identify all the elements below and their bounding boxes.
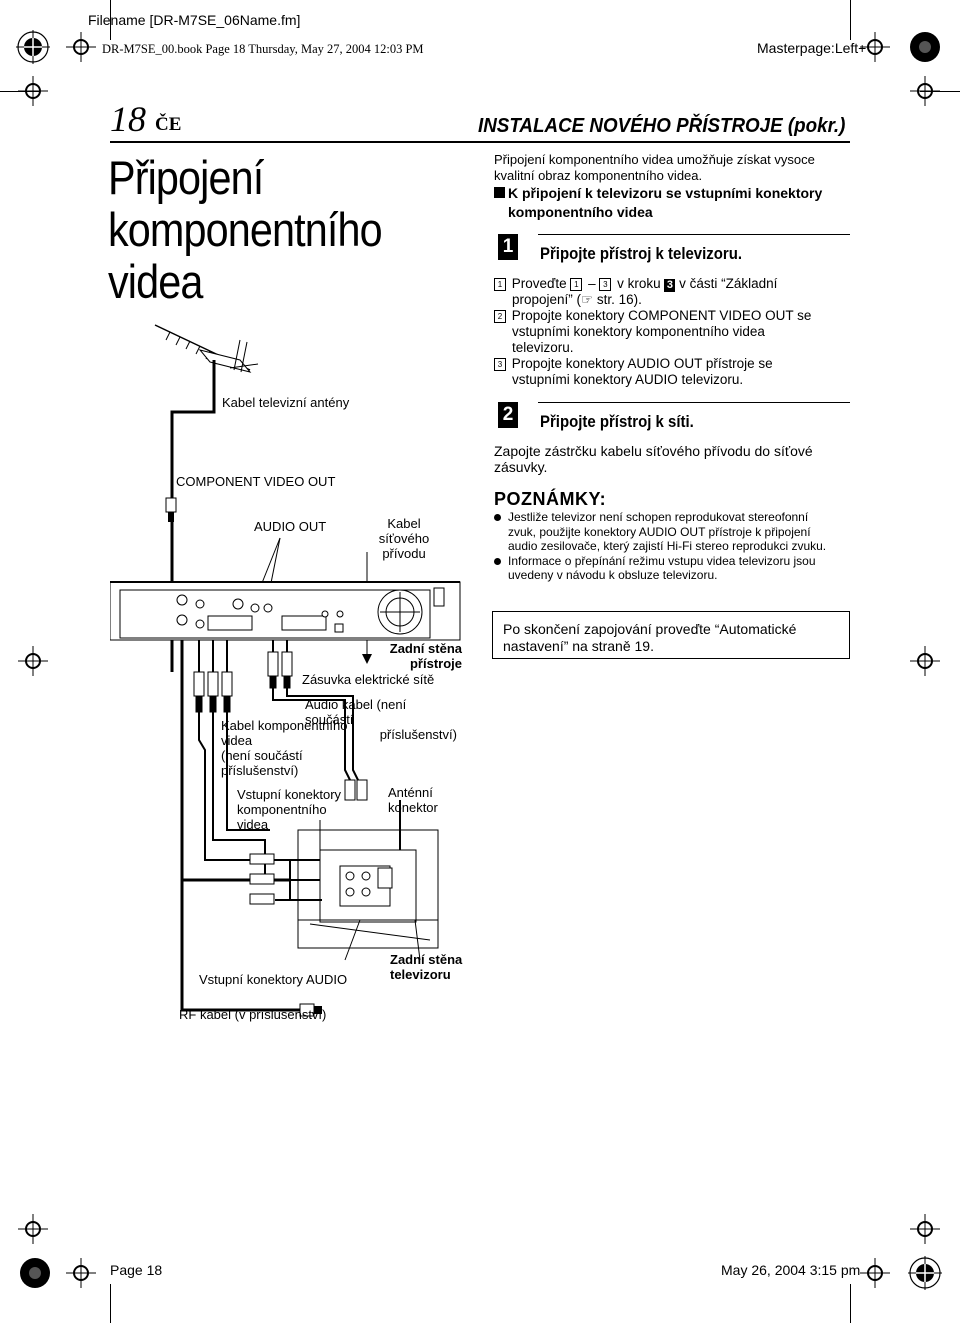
heading-rule bbox=[110, 141, 850, 143]
crosshair-mark-7 bbox=[18, 1214, 48, 1244]
label-audio-cable: Audio kabel (není součástí příslušenství… bbox=[305, 697, 457, 742]
antenna-icon bbox=[154, 324, 259, 402]
title-line-2: komponentního bbox=[108, 203, 383, 256]
trim-line bbox=[850, 0, 851, 40]
section-title: INSTALACE NOVÉHO PŘÍSTROJE (pokr.) bbox=[478, 115, 846, 137]
subheading-line-1: K připojení k televizoru se vstupními ko… bbox=[508, 185, 823, 201]
step1-rule bbox=[538, 234, 850, 235]
connection-diagram bbox=[110, 324, 461, 1017]
step1-item-3: 3 Propojte konektory AUDIO OUT přístroje… bbox=[494, 356, 844, 388]
language-code: ČE bbox=[155, 114, 182, 135]
registration-mark-top-right bbox=[908, 30, 942, 64]
step1-list: 1 Proveďte 1 – 3 v kroku 3 v části “Zákl… bbox=[494, 276, 844, 388]
title-line-3: videa bbox=[108, 255, 203, 308]
label-component-out: COMPONENT VIDEO OUT bbox=[176, 474, 336, 489]
trim-line bbox=[110, 0, 111, 40]
page-title: Připojení komponentního videa bbox=[108, 151, 383, 308]
subheading-line-2: komponentního videa bbox=[508, 204, 653, 220]
crosshair-mark-5 bbox=[18, 646, 48, 676]
bullet-icon bbox=[494, 514, 501, 521]
subheading: K připojení k televizoru se vstupními ko… bbox=[494, 184, 822, 222]
trim-line bbox=[0, 91, 40, 92]
square-bullet-icon bbox=[494, 187, 505, 198]
step1-title: Připojte přístroj k televizoru. bbox=[540, 244, 743, 263]
label-antenna-connector: Anténní konektor bbox=[388, 785, 438, 815]
device-rear-panel bbox=[110, 581, 461, 641]
notes-heading: POZNÁMKY: bbox=[494, 489, 607, 509]
note-item-1: Jestliže televizor není schopen reproduk… bbox=[494, 510, 854, 554]
substep-icon: 3 bbox=[599, 278, 612, 291]
label-audio-in: Vstupní konektory AUDIO bbox=[199, 972, 348, 987]
step1-item-2: 2 Propojte konektory COMPONENT VIDEO OUT… bbox=[494, 308, 844, 356]
label-rear-tv: Zadní stěna televizoru bbox=[390, 952, 463, 982]
intro-text: Připojení komponentního videa umožňuje z… bbox=[494, 152, 815, 183]
crosshair-mark-10 bbox=[860, 1258, 890, 1288]
trim-line bbox=[110, 1284, 111, 1323]
note-item-2: Informace o přepínání režimu vstupu vide… bbox=[494, 554, 854, 583]
step1-item-1: 1 Proveďte 1 – 3 v kroku 3 v části “Zákl… bbox=[494, 276, 844, 308]
title-line-1: Připojení bbox=[108, 151, 264, 204]
label-rear-unit: Zadní stěna přístroje bbox=[389, 641, 462, 671]
trim-line bbox=[920, 91, 960, 92]
crosshair-mark-2 bbox=[860, 32, 890, 62]
crosshair-mark-9 bbox=[66, 1258, 96, 1288]
step2-rule bbox=[538, 402, 850, 403]
registration-mark-bottom-left bbox=[18, 1256, 52, 1290]
notes-list: Jestliže televizor není schopen reproduk… bbox=[494, 510, 854, 583]
book-info-label: DR-M7SE_00.book Page 18 Thursday, May 27… bbox=[102, 42, 424, 56]
filename-label: Filename [DR-M7SE_06Name.fm] bbox=[88, 12, 301, 28]
substep-icon: 1 bbox=[570, 278, 583, 291]
crosshair-mark-8 bbox=[910, 1214, 940, 1244]
registration-mark-bottom-right bbox=[908, 1256, 942, 1290]
audio-plugs bbox=[267, 651, 293, 689]
step2-text: Zapojte zástrčku kabelu síťového přívodu… bbox=[494, 443, 813, 475]
substep-icon: 3 bbox=[494, 358, 506, 371]
label-audio-out: AUDIO OUT bbox=[254, 519, 327, 534]
label-power-cable: Kabel síťového přívodu bbox=[378, 516, 430, 561]
registration-mark-top-left bbox=[16, 30, 50, 64]
label-rf-cable: RF kabel (v příslušenství) bbox=[179, 1007, 327, 1022]
label-antenna-cable: Kabel televizní antény bbox=[222, 395, 350, 410]
bullet-icon bbox=[494, 557, 501, 565]
substep-icon: 1 bbox=[494, 278, 506, 291]
final-note-box: Po skončení zapojování proveďte “Automat… bbox=[492, 611, 850, 659]
step1-number: 1 bbox=[498, 234, 518, 260]
step2-number: 2 bbox=[498, 402, 518, 428]
label-wall-socket: Zásuvka elektrické sítě bbox=[302, 672, 435, 687]
step-ref-icon: 3 bbox=[664, 279, 676, 292]
trim-line bbox=[850, 1284, 851, 1323]
substep-icon: 2 bbox=[494, 310, 506, 323]
page-number: 18 bbox=[110, 99, 146, 139]
crosshair-mark-1 bbox=[66, 32, 96, 62]
footer-page: Page 18 bbox=[110, 1262, 163, 1278]
tv-rear-panel bbox=[297, 829, 439, 949]
footer-date: May 26, 2004 3:15 pm bbox=[721, 1262, 861, 1278]
step2-title: Připojte přístroj k síti. bbox=[540, 412, 694, 431]
component-video-plugs bbox=[193, 671, 233, 713]
label-component-in: Vstupní konektory komponentního videa bbox=[237, 787, 342, 832]
masterpage-label: Masterpage:Left+ bbox=[757, 40, 867, 56]
crosshair-mark-6 bbox=[910, 646, 940, 676]
label-video-cable: Kabel komponentního videa (není součástí… bbox=[221, 718, 348, 778]
